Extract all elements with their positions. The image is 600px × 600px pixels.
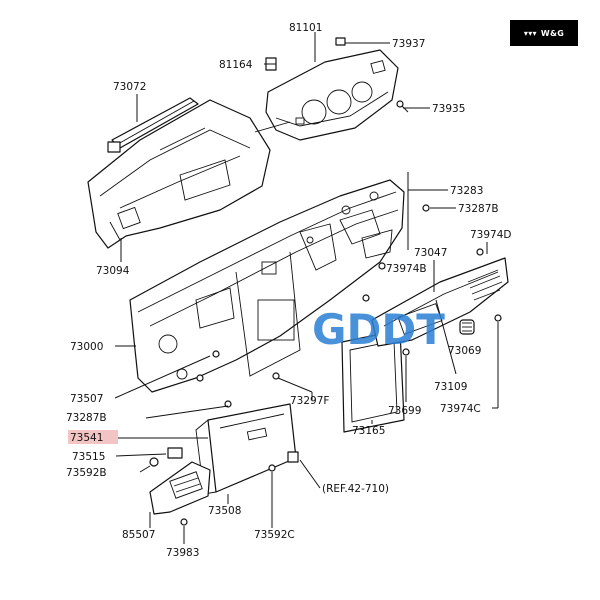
cluster-hood-part bbox=[265, 49, 399, 141]
fasteners bbox=[180, 204, 502, 526]
watermark-text: GDDT bbox=[312, 305, 445, 354]
label-73072: 73072 bbox=[113, 81, 146, 93]
part-labels: 81101 73937 81164 73935 73072 73094 7328… bbox=[66, 22, 512, 559]
label-73109: 73109 bbox=[434, 381, 467, 393]
leader-lines bbox=[114, 32, 499, 544]
glove-box-lock-part bbox=[149, 447, 183, 467]
brand-logo-icon: ▾▾▾ bbox=[523, 28, 537, 38]
label-73541: 73541 bbox=[70, 432, 103, 444]
label-73974c: 73974C bbox=[440, 403, 481, 415]
upper-panel-part bbox=[87, 99, 291, 249]
label-73592b: 73592B bbox=[66, 467, 107, 479]
screw-73935-part bbox=[396, 100, 409, 113]
lower-cover-part bbox=[149, 461, 211, 515]
label-73297f: 73297F bbox=[290, 395, 329, 407]
label-73508: 73508 bbox=[208, 505, 241, 517]
label-73974b: 73974B bbox=[386, 263, 427, 275]
instrument-panel-part bbox=[129, 179, 405, 393]
label-73592c: 73592C bbox=[254, 529, 295, 541]
label-73287b: 73287B bbox=[66, 412, 107, 424]
label-73974d: 73974D bbox=[470, 229, 512, 241]
brand-badge: ▾▾▾ W&G bbox=[510, 20, 578, 46]
label-73283: 73283 bbox=[450, 185, 483, 197]
label-73047: 73047 bbox=[414, 247, 447, 259]
label-73507: 73507 bbox=[70, 393, 103, 405]
label-73515: 73515 bbox=[72, 451, 105, 463]
vent-grille bbox=[467, 269, 503, 301]
label-73983: 73983 bbox=[166, 547, 199, 559]
label-73165: 73165 bbox=[352, 425, 385, 437]
label-81164: 81164 bbox=[219, 59, 253, 71]
label-73094: 73094 bbox=[96, 265, 130, 277]
highlight-box bbox=[68, 430, 118, 444]
label-73000: 73000 bbox=[70, 341, 103, 353]
label-73069: 73069 bbox=[448, 345, 481, 357]
label-73935: 73935 bbox=[432, 103, 465, 115]
label-85507: 85507 bbox=[122, 529, 155, 541]
garnish-73072-part bbox=[107, 97, 199, 153]
spring-73069-part bbox=[459, 319, 475, 335]
label-73937: 73937 bbox=[392, 38, 425, 50]
clip-73937-part bbox=[335, 37, 346, 46]
label-73699: 73699 bbox=[388, 405, 421, 417]
label-81101: 81101 bbox=[289, 22, 322, 34]
lower-right-panel-part bbox=[371, 257, 509, 347]
label-73287b-top: 73287B bbox=[458, 203, 499, 215]
glove-box-part bbox=[195, 403, 297, 495]
label-ref-42-710: (REF.42-710) bbox=[322, 483, 389, 495]
brand-badge-text: W&G bbox=[540, 28, 565, 38]
